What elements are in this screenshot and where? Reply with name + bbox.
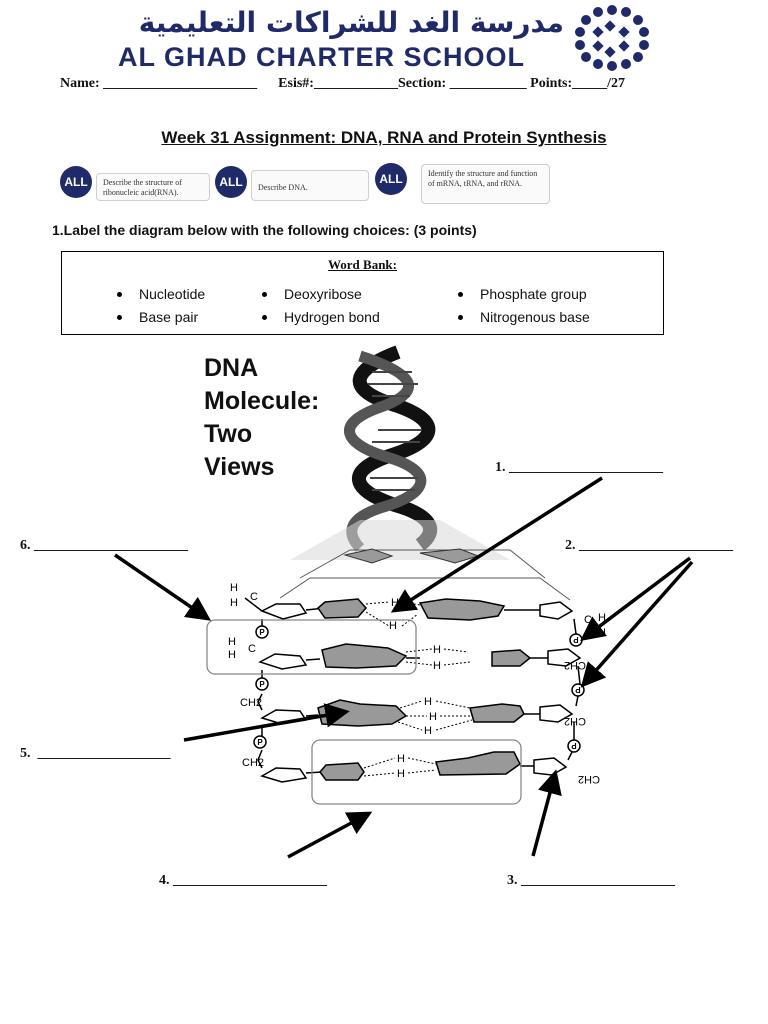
esis-label: Esis#:	[278, 76, 314, 91]
section-field[interactable]: ___________	[449, 76, 527, 91]
svg-text:H: H	[424, 696, 432, 708]
word-bank: Word Bank: Nucleotide Deoxyribose Phosph…	[61, 251, 664, 335]
svg-text:CH2: CH2	[240, 697, 262, 709]
base-pair-highlight-box	[311, 739, 522, 805]
svg-text:CH2: CH2	[564, 659, 586, 671]
phosphate-icon	[255, 677, 269, 691]
points-field[interactable]: _____	[572, 76, 608, 91]
svg-text:P: P	[259, 680, 265, 689]
svg-text:H: H	[433, 660, 441, 672]
svg-text:C: C	[248, 643, 256, 655]
school-logo-icon	[575, 5, 649, 71]
nucleotide-highlight-box	[206, 619, 417, 675]
phosphate-icon	[253, 735, 267, 749]
all-badge-icon: ALL	[375, 163, 407, 195]
svg-text:C: C	[584, 614, 592, 626]
svg-text:H: H	[230, 597, 238, 609]
answer-blank-2[interactable]: 2. ______________________	[565, 538, 733, 553]
section-label: Section:	[397, 76, 447, 91]
all-badge-icon: ALL	[60, 166, 92, 198]
school-name-english: AL GHAD CHARTER SCHOOL	[118, 42, 526, 72]
svg-text:P: P	[259, 628, 265, 637]
svg-text:P: P	[571, 741, 577, 750]
arrow-4	[287, 811, 373, 859]
school-header: مدرسة الغد للشراكات التعليمية AL GHAD CH…	[118, 4, 664, 72]
svg-text:P: P	[257, 738, 263, 747]
arrow-1	[390, 476, 603, 613]
arrow-5	[183, 703, 350, 742]
assignment-title: Week 31 Assignment: DNA, RNA and Protein…	[161, 128, 607, 147]
name-field[interactable]: ______________________	[103, 76, 258, 91]
answer-blank-6[interactable]: 6. ______________________	[20, 538, 188, 553]
arrow-2a	[580, 556, 692, 641]
answer-blank-3[interactable]: 3. ______________________	[507, 873, 675, 888]
svg-text:ALL: ALL	[219, 175, 242, 189]
esis-field[interactable]: ____________	[313, 76, 398, 91]
svg-text:H: H	[397, 768, 405, 780]
diagram-title: DNA Molecule: Two Views	[204, 354, 320, 481]
svg-text:H: H	[389, 620, 397, 632]
answer-blank-5[interactable]: 5. ___________________	[20, 746, 171, 761]
word-bank-item: Hydrogen bond	[262, 309, 380, 325]
svg-text:P: P	[575, 685, 581, 694]
svg-text:H: H	[433, 644, 441, 656]
answer-blank-1[interactable]: 1. ______________________	[495, 460, 663, 475]
points-label: Points:	[530, 76, 573, 91]
svg-text:CH2: CH2	[564, 715, 586, 727]
word-bank-item: Deoxyribose	[262, 286, 362, 302]
word-bank-item: Phosphate group	[458, 286, 587, 302]
arrow-3	[531, 769, 562, 857]
answer-blank-4[interactable]: 4. ______________________	[159, 873, 327, 888]
svg-text:H: H	[429, 711, 437, 723]
svg-text:CH2: CH2	[578, 773, 600, 785]
svg-text:H: H	[228, 636, 236, 648]
svg-text:C: C	[250, 591, 258, 603]
name-label: Name:	[60, 76, 100, 91]
arrow-2b	[580, 560, 694, 688]
svg-text:H: H	[397, 753, 405, 765]
word-bank-title: Word Bank:	[328, 257, 397, 272]
phosphate-icon	[567, 739, 581, 753]
svg-text:H: H	[230, 582, 238, 594]
svg-text:H: H	[598, 627, 606, 639]
objective-rna-types: Identify the structure and function of m…	[421, 164, 550, 204]
all-badge-icon: ALL	[215, 166, 247, 198]
double-helix-icon	[290, 345, 510, 560]
svg-text:ALL: ALL	[379, 172, 402, 186]
question-1: 1.Label the diagram below with the follo…	[52, 222, 477, 238]
svg-text:ALL: ALL	[64, 175, 87, 189]
objective-rna: Describe the structure of ribonucleic ac…	[96, 173, 210, 201]
svg-text:P: P	[573, 635, 579, 644]
arrow-6	[114, 553, 212, 621]
word-bank-item: Nitrogenous base	[458, 309, 590, 325]
svg-text:H: H	[424, 725, 432, 737]
points-total: /27	[607, 76, 626, 91]
word-bank-item: Nucleotide	[117, 286, 205, 302]
objective-dna: Describe DNA.	[251, 170, 369, 201]
word-bank-item: Base pair	[117, 309, 198, 325]
svg-text:CH2: CH2	[242, 757, 264, 769]
phosphate-icon	[255, 625, 269, 639]
student-info-line: Name: ______________________ Esis#:_____…	[60, 76, 625, 92]
school-name-arabic: مدرسة الغد للشراكات التعليمية	[138, 6, 564, 39]
svg-text:H: H	[228, 649, 236, 661]
